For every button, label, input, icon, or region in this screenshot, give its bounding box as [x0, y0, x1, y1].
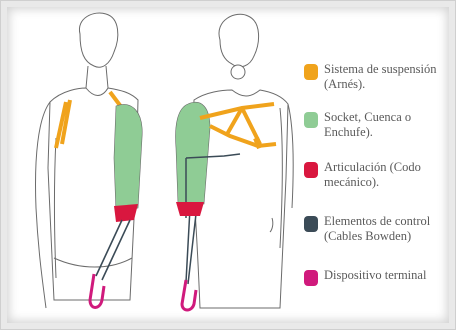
legend-item-terminal: Dispositivo terminal	[304, 268, 452, 286]
back-terminal-device	[182, 280, 196, 310]
swatch-socket	[304, 112, 318, 128]
swatch-terminal	[304, 270, 318, 286]
swatch-harness	[304, 64, 318, 80]
legend-label-harness: Sistema de suspensión(Arnés).	[324, 62, 452, 92]
legend-label-control: Elementos de control(Cables Bowden)	[324, 214, 452, 244]
back-elbow	[176, 202, 204, 216]
swatch-control	[304, 216, 318, 232]
legend-item-harness: Sistema de suspensión(Arnés).	[304, 62, 452, 92]
front-socket	[114, 104, 142, 212]
swatch-elbow	[304, 162, 318, 178]
legend-label-terminal: Dispositivo terminal	[324, 268, 452, 283]
prosthesis-illustration	[10, 8, 300, 324]
legend-item-control: Elementos de control(Cables Bowden)	[304, 214, 452, 244]
